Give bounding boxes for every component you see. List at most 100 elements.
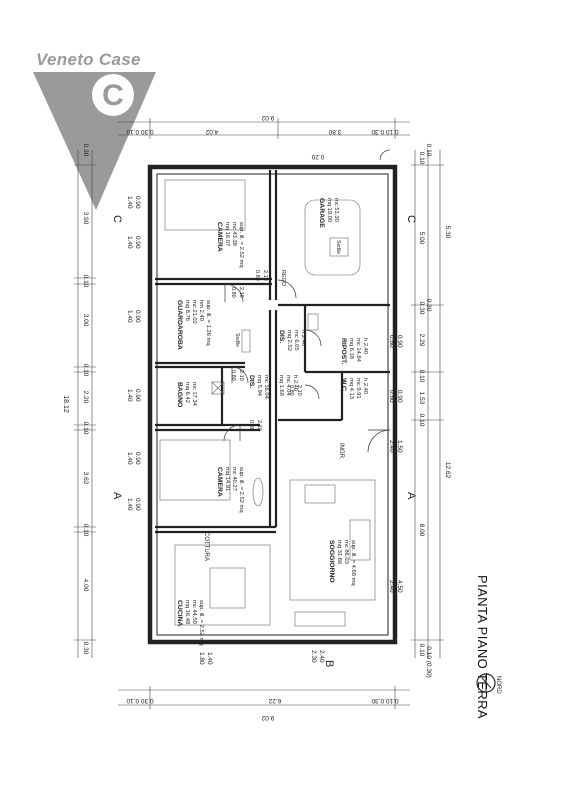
- room-detail: mc 44.50: [191, 600, 197, 624]
- window-left-label: 0.90: [134, 236, 141, 249]
- top-small-label: 0.20: [311, 153, 324, 160]
- room-detail: mq 6.18: [348, 338, 354, 359]
- room-detail: sup. ill. = 2.52 mq: [238, 467, 244, 513]
- cottura-label: COTTURA: [203, 532, 209, 561]
- room-name: GUARDAROBA: [176, 300, 183, 350]
- logo-letter: C: [102, 79, 124, 112]
- room-detail: mc 14.84: [355, 338, 361, 363]
- window-right-label: 2.40: [388, 440, 395, 453]
- logo-brand: Veneto Case: [36, 50, 141, 69]
- door-mark-label: 2.10: [256, 420, 262, 431]
- window-right-label: 0.90: [396, 335, 403, 348]
- left-chain-label: 4.00: [82, 579, 89, 592]
- top-inner-label: 3.80: [328, 128, 341, 135]
- room-detail: mq 6.42: [184, 382, 190, 403]
- total-length-label: 18.12: [62, 395, 69, 413]
- north-icon: [476, 673, 496, 693]
- room-detail: hm 2.40: [198, 300, 204, 321]
- right-chain-label: 1.53: [418, 392, 425, 405]
- right-chain-label: 0.10: [418, 152, 425, 165]
- ingr-label: INGR.: [338, 443, 344, 460]
- room-detail: sup. ill. = 1.26 mq: [205, 300, 211, 346]
- room-detail: mq 19.00: [326, 198, 332, 222]
- left-chain-label: 0.30: [82, 642, 89, 655]
- room-detail: mq 1.68: [278, 375, 284, 396]
- right-dimension-chain: 0.105.000.302.290.101.530.108.000.105.30…: [418, 152, 451, 657]
- room-detail: h 2.40: [292, 375, 298, 391]
- bench: [329, 237, 349, 257]
- left-chain-label: 3.90: [82, 212, 89, 225]
- section-marks: C C A A B: [111, 215, 417, 667]
- door-mark-label: 2.10: [262, 270, 268, 281]
- room-detail: mq 4.13: [348, 378, 354, 399]
- left-chain-label: 3.62: [82, 472, 89, 485]
- right-chain-label: 0.30: [418, 302, 425, 315]
- room-detail: mq 5.94: [256, 375, 262, 397]
- room-detail: mc 9.91: [355, 378, 361, 399]
- left-chain-label: 0.10: [82, 275, 89, 288]
- window-left-label: 0.90: [134, 452, 141, 465]
- room-detail: mc 51.30: [333, 198, 339, 222]
- section-mark-c-right: C: [405, 215, 417, 223]
- room-detail: mq 2.52: [286, 330, 292, 351]
- bench-label: Sedile: [234, 333, 240, 347]
- bed-bottom: [159, 439, 231, 501]
- room-detail: mc 17.34: [191, 382, 197, 407]
- window-left-label: 1.40: [126, 236, 133, 249]
- left-chain-label: 0.10: [82, 524, 89, 537]
- bench-label: Sedile: [335, 240, 341, 254]
- bottom-total-label: 9.02: [261, 714, 274, 721]
- room-detail: mc 40.27: [231, 467, 237, 491]
- window-left-label: 0.90: [134, 498, 141, 511]
- bottom-bit-label: 0.10: [425, 144, 432, 157]
- left-chain-label: 0.30: [82, 144, 89, 157]
- room-detail: mq 16.07: [224, 222, 230, 246]
- window-right-label: 0.60: [388, 335, 395, 348]
- kitchen-area: [174, 544, 271, 626]
- room-name: CUCINA: [176, 600, 183, 627]
- door-swings: [223, 149, 391, 453]
- living-area: [289, 479, 376, 601]
- room-name: W.C.: [340, 378, 347, 393]
- door-mark-label: 0.80: [230, 370, 236, 381]
- dining-table: [209, 567, 246, 609]
- window-right-label: 2.40: [388, 580, 395, 593]
- top-right-label: 0.10 0.30: [371, 128, 398, 135]
- room-detail: h 2.40: [362, 338, 368, 354]
- tv-unit: [294, 611, 346, 627]
- window-right-label: 0.60: [388, 390, 395, 403]
- top-inner-label: 4.02: [205, 128, 218, 135]
- north-arrow: NORD: [476, 673, 501, 694]
- wardrobe-bench: [241, 329, 251, 353]
- bottom-right-label: 0.10 0.30: [371, 697, 398, 704]
- room-name: SOGGIORNO: [328, 540, 335, 583]
- room-detail: mq 8.76: [184, 300, 190, 321]
- right-outer-label: 12.62: [444, 462, 451, 479]
- window-right-label: 0.90: [396, 390, 403, 403]
- armchair: [349, 519, 371, 561]
- right-chain-label: 8.00: [418, 524, 425, 537]
- window-left-label: 1.40: [126, 452, 133, 465]
- interior-walls: [155, 170, 390, 534]
- dimension-lines: [77, 121, 441, 706]
- sofa: [304, 484, 336, 504]
- window-left-label: 1.40: [126, 389, 133, 402]
- room-name: DIS.: [248, 375, 255, 388]
- room-name: CAMERA: [216, 222, 223, 252]
- left-chain-label: 3.00: [82, 314, 89, 327]
- room-name: CAMERA: [216, 467, 223, 497]
- window-left-label: 0.90: [134, 389, 141, 402]
- door-mark-label: 0.80: [248, 420, 254, 431]
- room-detail: mc 6.05: [293, 330, 299, 351]
- window-right-label: 1.50: [396, 440, 403, 453]
- door-mark-label: 2.10: [238, 370, 244, 381]
- door-mark-label: 2.10: [296, 385, 302, 396]
- top-left-label: 0.30 0.10: [126, 128, 153, 135]
- company-logo: C: [33, 72, 156, 210]
- room-detail: mc 21.02: [191, 300, 197, 324]
- left-chain-label: 0.10: [82, 364, 89, 377]
